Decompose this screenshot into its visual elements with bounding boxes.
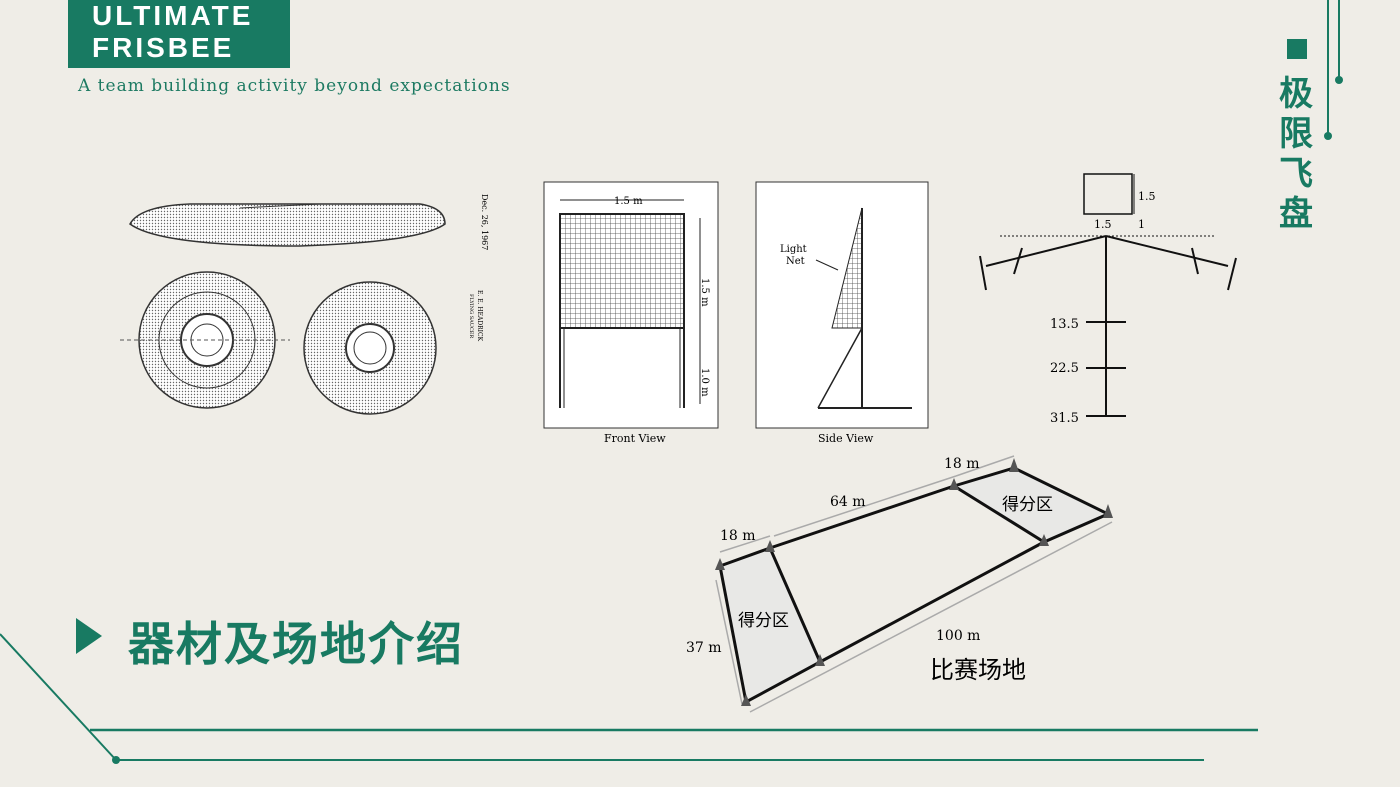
play-triangle-icon — [76, 618, 102, 654]
bottom-decoration — [0, 633, 1258, 764]
side-view-caption: Side View — [818, 432, 874, 445]
title-marker-square — [1287, 39, 1307, 59]
frisbee-patent-drawing: Dec. 26, 1967 E. E. HEADRICK FLYING SAUC… — [120, 194, 489, 415]
side-title-char: 盘 — [1279, 195, 1313, 233]
side-title-char: 限 — [1279, 115, 1313, 153]
section-title: 器材及场地介绍 — [128, 618, 464, 670]
box-height-label: 1.5 — [1138, 190, 1156, 203]
mark-label: 31.5 — [1050, 411, 1079, 426]
playing-field-diagram: 18 m 64 m 18 m 37 m 100 m 得分区 得分区 比赛场地 — [686, 455, 1113, 713]
end-zone-label-right: 得分区 — [1002, 495, 1053, 515]
box-width-label: 1.5 — [1094, 218, 1112, 231]
goal-upper-height: 1.5 m — [699, 278, 710, 307]
side-title: 极 限 飞 盘 — [1276, 74, 1316, 234]
logo: ULTIMATE FRISBEE — [68, 0, 290, 68]
field-length-label: 100 m — [936, 628, 980, 644]
goal-front-view: 1.5 m 1.5 m 1.0 m Front View — [543, 181, 719, 445]
end-zone-length-top: 18 m — [944, 456, 980, 472]
net-label-line1: Light — [780, 244, 807, 255]
net-label-line2: Net — [786, 256, 805, 267]
goal-side-view: Light Net Side View — [755, 181, 929, 445]
goal-lower-height: 1.0 m — [699, 368, 710, 397]
mark-label: 22.5 — [1050, 361, 1079, 376]
patent-subtitle: FLYING SAUCER — [468, 294, 474, 338]
tagline: A team building activity beyond expectat… — [78, 76, 511, 96]
end-zone-length-left: 18 m — [720, 528, 756, 544]
layout-diagram: 1.5 1 1.5 13.5 22.5 31.5 — [979, 173, 1237, 426]
side-title-char: 飞 — [1279, 155, 1313, 193]
end-zone-label-left: 得分区 — [738, 611, 789, 631]
goal-width-label: 1.5 m — [614, 196, 643, 207]
side-title-char: 极 — [1279, 75, 1313, 113]
corner-decoration — [1324, 0, 1343, 140]
logo-line2: FRISBEE — [92, 32, 235, 63]
patent-inventor: E. E. HEADRICK — [476, 290, 483, 342]
logo-line1: ULTIMATE — [92, 0, 254, 31]
field-width-label: 37 m — [686, 640, 722, 656]
mark-label: 13.5 — [1050, 317, 1079, 332]
front-view-caption: Front View — [604, 432, 666, 445]
field-caption: 比赛场地 — [930, 656, 1026, 684]
offset-label: 1 — [1138, 218, 1145, 231]
sideline-length-label: 64 m — [830, 494, 866, 510]
patent-date: Dec. 26, 1967 — [480, 194, 489, 250]
